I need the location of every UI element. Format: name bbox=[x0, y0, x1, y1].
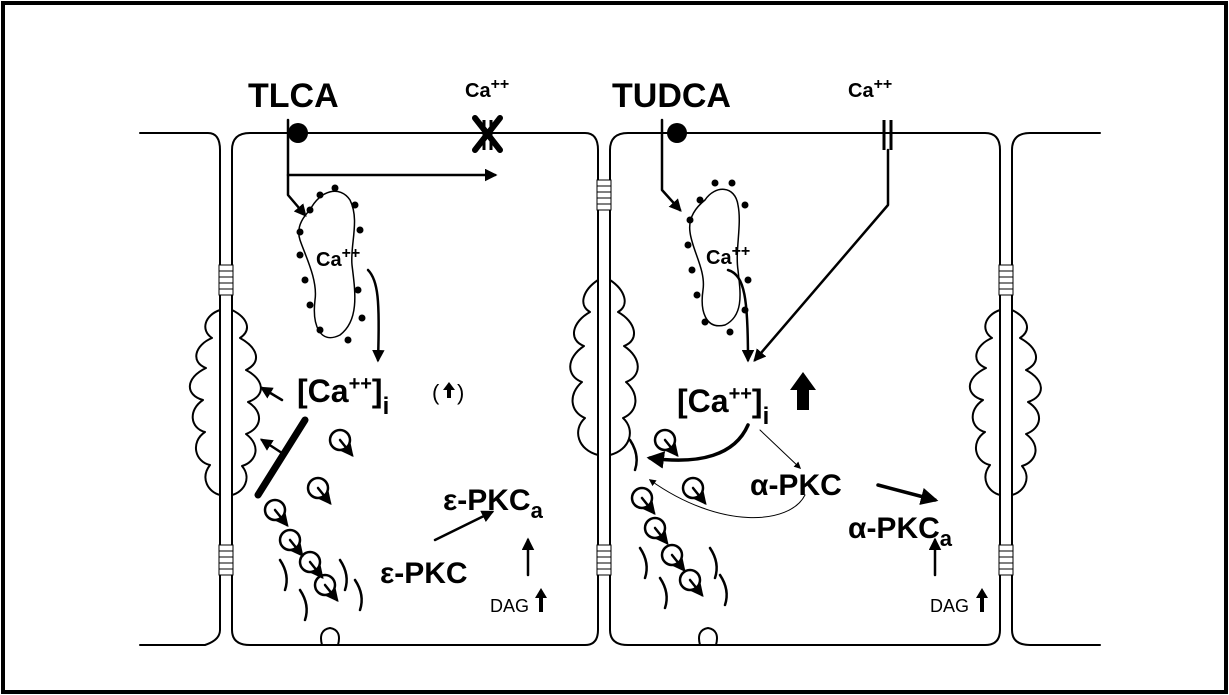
calcium-extracellular-left-label: Ca++ bbox=[465, 76, 509, 102]
dag-left-up-arrow-icon bbox=[535, 588, 547, 612]
calcium-er-left-label: Ca++ bbox=[316, 245, 360, 271]
dag-right-up-arrow-icon bbox=[976, 588, 988, 612]
tight-junctions bbox=[218, 179, 1014, 576]
cai-left-up-arrow-icon bbox=[443, 382, 455, 398]
endoplasmic-reticulum-left bbox=[296, 184, 366, 344]
intracellular-calcium-left-label: [Ca++]i bbox=[297, 373, 389, 420]
cell-membranes bbox=[139, 132, 1101, 646]
vesicles-left bbox=[263, 428, 363, 622]
dag-right-label: DAG bbox=[930, 596, 969, 616]
vesicles-right bbox=[628, 428, 728, 610]
canalicular-microvilli bbox=[188, 279, 1042, 646]
tudca-receptor bbox=[667, 123, 687, 143]
tudca-label: TUDCA bbox=[612, 77, 731, 115]
epsilon-pkc-active-label: ε-PKCa bbox=[443, 484, 544, 523]
blocked-calcium-channel-icon bbox=[472, 115, 503, 153]
dag-left-label: DAG bbox=[490, 596, 529, 616]
intracellular-calcium-right-label: [Ca++]i bbox=[677, 383, 769, 430]
calcium-er-right-label: Ca++ bbox=[706, 243, 750, 269]
epsilon-pkc-label: ε-PKC bbox=[380, 557, 468, 590]
intracellular-calcium-left-paren-close: ) bbox=[457, 380, 464, 405]
cai-increase-arrow-icon bbox=[790, 372, 816, 410]
alpha-pkc-label: α-PKC bbox=[750, 469, 842, 502]
calcium-channel-icon bbox=[882, 120, 893, 150]
tudca-signaling-arrows bbox=[646, 118, 942, 577]
alpha-pkc-active-label: α-PKCa bbox=[848, 512, 953, 551]
calcium-extracellular-right-label: Ca++ bbox=[848, 76, 892, 102]
intracellular-calcium-left-paren-open: ( bbox=[432, 380, 440, 405]
tlca-signaling-arrows bbox=[259, 118, 535, 577]
tlca-receptor bbox=[288, 123, 308, 143]
inhibition-bar bbox=[254, 416, 309, 499]
thin-signaling-arrows bbox=[648, 429, 806, 518]
tlca-label: TLCA bbox=[248, 77, 339, 115]
